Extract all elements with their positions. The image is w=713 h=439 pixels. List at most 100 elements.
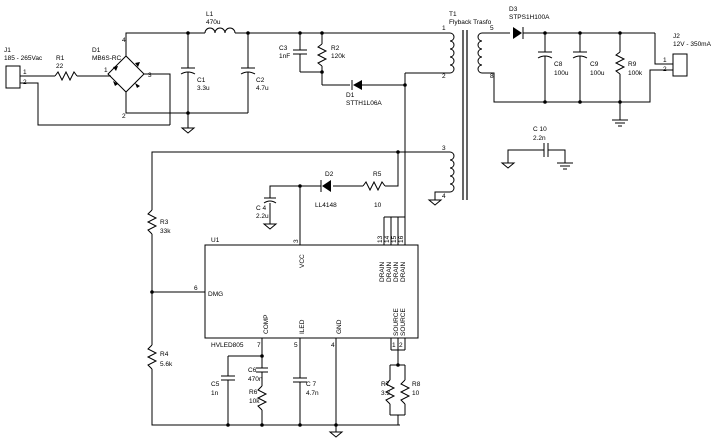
- c3-value: 1nF: [279, 53, 290, 60]
- u1-pin-comp: COMP: [263, 315, 270, 335]
- c2-ref: C2: [256, 77, 265, 84]
- d3-ref: D3: [509, 6, 518, 13]
- r4-value: 5.6k: [160, 361, 173, 368]
- c4-value: 2.2u: [256, 213, 269, 220]
- connector-j1: J1 185 - 265Vac 1 2: [4, 47, 43, 89]
- r3-ref: R3: [160, 219, 169, 226]
- d1-pin4: 4: [122, 37, 126, 44]
- bridge-rectifier-d1: D1 MB6S-RC 1 2 3 4: [92, 37, 152, 120]
- c8-value: 100u: [554, 70, 569, 77]
- capacitor-c6: C6 470n: [248, 356, 268, 386]
- j2-pin1: 1: [663, 57, 667, 64]
- u1-num-iled: 5: [294, 342, 298, 349]
- inductor-l1: L1 470u: [204, 11, 236, 34]
- j2-value: 12V - 350mA: [673, 41, 712, 48]
- u1-pin-source-2: SOURCE: [400, 308, 407, 336]
- u1-pin-drain-4: DRAIN: [400, 261, 407, 282]
- c4-ref: C 4: [256, 205, 267, 212]
- transformer-t1: T1 Flyback Trasfo 1 2 3 4 5 8: [440, 11, 494, 200]
- d2-ref: D2: [325, 171, 334, 178]
- resistor-r7: R7 3.3: [381, 379, 396, 415]
- d3-value: STPS1H100A: [509, 14, 550, 21]
- j2-ref: J2: [673, 33, 680, 40]
- d1-pin2: 2: [122, 113, 126, 120]
- t1-ref: T1: [449, 11, 457, 18]
- t1-pin5: 5: [490, 25, 494, 32]
- dsnub-value: STTH1L06A: [346, 100, 382, 107]
- u1-num-d16: 16: [398, 235, 405, 243]
- u1-pin-source-1: SOURCE: [393, 308, 400, 336]
- t1-pin4: 4: [442, 193, 446, 200]
- resistor-r9: R9 100k: [614, 33, 643, 102]
- r3-value: 33k: [160, 228, 171, 235]
- r5-ref: R5: [373, 171, 382, 178]
- c1-ref: C1: [197, 77, 206, 84]
- c3-ref: C3: [279, 45, 288, 52]
- r1-ref: R1: [56, 55, 65, 62]
- r7-value: 3.3: [381, 390, 390, 397]
- r9-value: 100k: [628, 70, 643, 77]
- capacitor-c3: C3 1nF: [279, 33, 307, 72]
- u1-ref: U1: [211, 237, 220, 244]
- c5-ref: C5: [211, 381, 220, 388]
- r5-value: 10: [374, 202, 382, 209]
- t1-pin3: 3: [442, 145, 446, 152]
- r8-ref: R8: [412, 381, 421, 388]
- resistor-r8: R8 10: [399, 379, 421, 415]
- l1-value: 470u: [206, 19, 221, 26]
- t1-value: Flyback Trasfo: [449, 19, 492, 26]
- c6-ref: C6: [248, 367, 257, 374]
- t1-pin1: 1: [442, 25, 446, 32]
- c6-value: 470n: [248, 376, 263, 383]
- r9-ref: R9: [628, 61, 637, 68]
- c1-value: 3.3u: [197, 85, 210, 92]
- r6-ref: R6: [249, 389, 258, 396]
- t1-pin2: 2: [442, 73, 446, 80]
- diode-d2: D2 LL4148: [315, 171, 337, 209]
- capacitor-c5: C5 1n: [211, 356, 235, 425]
- u1-pin-gnd: GND: [336, 319, 343, 334]
- r2-value: 120k: [331, 53, 346, 60]
- resistor-r6: R6 10k: [249, 385, 268, 425]
- c7-ref: C 7: [306, 381, 317, 388]
- d1-value: MB6S-RC: [92, 55, 122, 62]
- capacitor-c10: C 10 2.2n: [500, 126, 573, 170]
- u1-num-comp: 7: [257, 342, 261, 349]
- capacitor-c9: C9 100u: [572, 33, 605, 102]
- dsnub-ref: D1: [346, 92, 355, 99]
- resistor-r2: R2 120k: [316, 33, 346, 72]
- capacitor-c1: C1 3.3u: [180, 33, 210, 113]
- u1-num-s2: 2: [399, 342, 403, 349]
- diode-snubber: D1 STTH1L06A: [322, 80, 405, 107]
- resistor-r5: R5 10: [362, 171, 386, 209]
- c7-value: 4.7n: [306, 390, 319, 397]
- r4-ref: R4: [160, 351, 169, 358]
- u1-pin-iled: ILED: [299, 319, 306, 334]
- u1-pin-drain-3: DRAIN: [393, 261, 400, 282]
- c2-value: 4.7u: [256, 85, 269, 92]
- resistor-r3: R3 33k: [146, 209, 171, 235]
- d1-pin3: 3: [148, 72, 152, 79]
- u1-pin-vcc: VCC: [299, 254, 306, 268]
- resistor-r4: R4 5.6k: [146, 344, 173, 370]
- r7-ref: R7: [381, 381, 390, 388]
- d1-ref: D1: [92, 47, 101, 54]
- u1-num-d14: 14: [384, 235, 391, 243]
- capacitor-c4: C 4 2.2u: [256, 197, 278, 230]
- u1-pin-drain-2: DRAIN: [386, 261, 393, 282]
- r2-ref: R2: [331, 45, 340, 52]
- j1-value: 185 - 265Vac: [4, 55, 43, 62]
- capacitor-c8: C8 100u: [537, 33, 569, 102]
- d2-value: LL4148: [315, 202, 337, 209]
- j1-pin1: 1: [23, 69, 27, 76]
- u1-num-vcc: 3: [293, 239, 300, 243]
- u1-num-d13: 13: [377, 235, 384, 243]
- u1-value: HVLED805: [211, 342, 244, 349]
- r6-value: 10k: [249, 398, 260, 405]
- c10-ref: C 10: [533, 126, 547, 133]
- c9-ref: C9: [590, 61, 599, 68]
- j1-ref: J1: [4, 47, 11, 54]
- resistor-r1: R1 22: [54, 55, 78, 82]
- l1-ref: L1: [206, 11, 214, 18]
